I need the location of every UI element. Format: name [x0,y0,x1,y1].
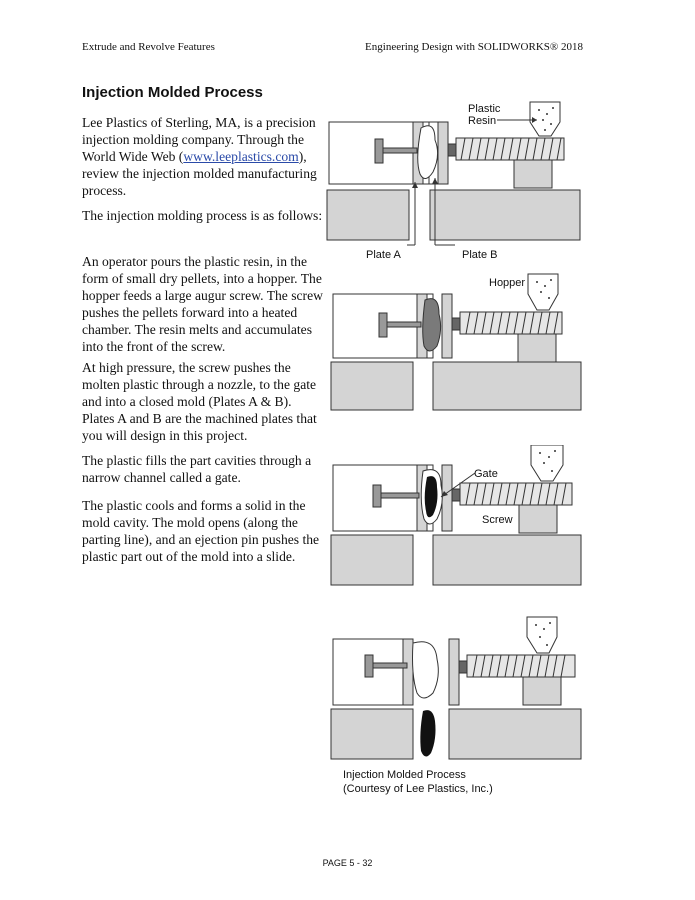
base-left [326,189,410,241]
ejector-plate [372,484,382,508]
label-gate: Gate [474,468,498,480]
label-plate-b: Plate B [462,249,497,261]
barrel [455,137,565,161]
paragraph-cooling: The plastic cools and forms a solid in t… [82,497,327,565]
ejector-plate [378,312,388,338]
base-left [330,361,414,411]
paragraph-pressure: At high pressure, the screw pushes the m… [82,359,327,444]
hopper [527,273,559,311]
open-cavity [412,641,439,699]
screw-support [513,159,553,189]
process-intro-text: The injection molding process is as foll… [82,208,323,223]
plate-a [402,638,414,706]
solid-plastic [424,476,438,518]
intro-text-start: Lee Plastics of Sterling, MA, is a preci… [82,115,316,164]
pressure-text: At high pressure, the screw pushes the m… [82,360,317,443]
resin-text: An operator pours the plastic resin, in … [82,254,323,354]
ejector-plate [364,654,374,678]
figure-caption: Injection Molded Process (Courtesy of Le… [343,768,493,796]
base-right [432,534,582,586]
diagram-stage-2: Hopper [330,273,582,411]
plate-b [437,121,449,185]
diagram-stage-1: Plastic Resin Plate A Plate B [326,101,581,261]
ejector-plate [374,138,384,164]
mold-cavity [417,125,439,179]
cooling-text: The plastic cools and forms a solid in t… [82,498,320,564]
ejector-pin [386,321,422,328]
screw-support [517,333,557,363]
label-plate-a: Plate A [366,249,402,261]
running-header-right: Engineering Design with SOLIDWORKS® 2018 [365,41,583,53]
section-title: Injection Molded Process [82,84,263,101]
paragraph-resin: An operator pours the plastic resin, in … [82,253,327,355]
label-plastic: Plastic [468,103,501,115]
label-hopper: Hopper [489,277,525,289]
caption-title: Injection Molded Process [343,769,466,781]
nozzle [458,660,468,674]
gate-text: The plastic fills the part cavities thro… [82,453,312,485]
plate-b [441,464,453,532]
intro-text-end: ), review the injection molded manufactu… [82,149,317,198]
paragraph-process-intro: The injection molding process is as foll… [82,207,327,224]
lee-plastics-link[interactable]: www.leeplastics.com [183,149,299,164]
screw-support [522,676,562,706]
paragraph-intro: Lee Plastics of Sterling, MA, is a preci… [82,114,327,199]
diagram-stage-3: Gate Screw [330,445,582,586]
ejected-part [420,710,436,757]
base-right [448,708,582,760]
ejector-pin [382,147,418,154]
hopper [526,616,558,654]
nozzle [451,317,461,331]
molten-plastic [422,298,442,352]
base-left [330,534,414,586]
label-resin: Resin [468,115,496,127]
base-right [432,361,582,411]
screw-support [518,504,558,534]
caption-credit: (Courtesy of Lee Plastics, Inc.) [343,783,493,795]
ejector-pin [372,662,408,669]
paragraph-gate: The plastic fills the part cavities thro… [82,452,327,486]
diagram-stage-4 [330,616,582,760]
base-left [330,708,414,760]
hopper [530,445,564,482]
nozzle [451,488,461,502]
label-screw: Screw [482,514,513,526]
base-right [429,189,581,241]
ejector-pin [380,492,420,499]
plate-b [448,638,460,706]
running-header-left: Extrude and Revolve Features [82,41,215,53]
hopper [529,101,561,137]
nozzle [447,143,457,157]
page-number: PAGE 5 - 32 [322,858,373,868]
plate-b [441,293,453,359]
